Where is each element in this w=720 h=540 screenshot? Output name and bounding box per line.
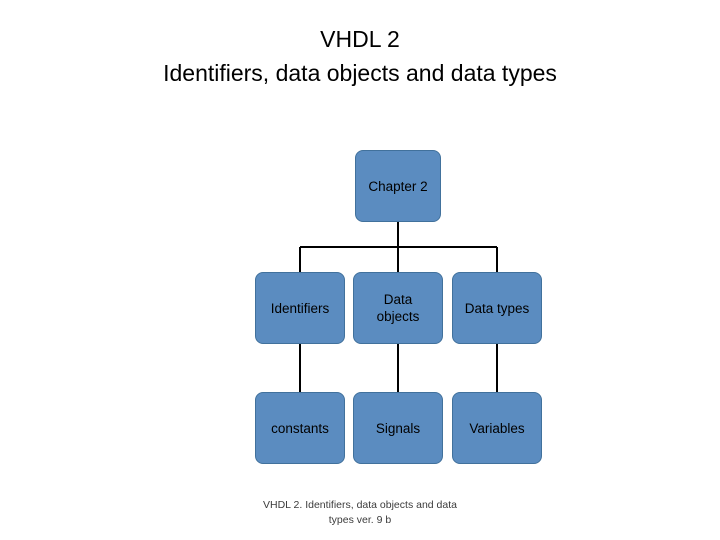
footer-line-2: types ver. 9 b	[328, 514, 392, 526]
node-signals[interactable]: Signals	[353, 392, 443, 464]
node-identifiers-label: Identifiers	[270, 300, 330, 316]
slide-title: VHDL 2 Identifiers, data objects and dat…	[0, 24, 720, 88]
node-data-types[interactable]: Data types	[452, 272, 542, 344]
page-title: VHDL 2	[320, 26, 400, 52]
node-variables[interactable]: Variables	[452, 392, 542, 464]
footer-line-1: VHDL 2. Identifiers, data objects and da…	[263, 499, 457, 511]
node-constants[interactable]: constants	[255, 392, 345, 464]
node-chapter2[interactable]: Chapter 2	[355, 150, 441, 222]
node-variables-label: Variables	[469, 420, 525, 436]
node-data-objects-label: Data objects	[376, 292, 420, 324]
node-identifiers[interactable]: Identifiers	[255, 272, 345, 344]
node-signals-label: Signals	[375, 420, 421, 436]
node-data-objects[interactable]: Data objects	[353, 272, 443, 344]
slide-footer: VHDL 2. Identifiers, data objects and da…	[0, 498, 720, 528]
node-constants-label: constants	[271, 420, 329, 436]
node-data-types-label: Data types	[464, 300, 530, 316]
node-chapter2-label: Chapter 2	[368, 178, 428, 194]
page-subtitle: Identifiers, data objects and data types	[163, 60, 557, 86]
